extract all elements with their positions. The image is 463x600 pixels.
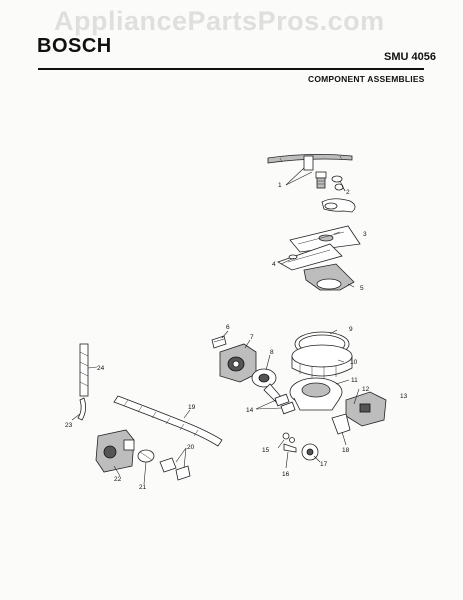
vent-hose: [79, 343, 89, 397]
hose-clamp: [211, 335, 227, 349]
inlet-valve-coil: [137, 449, 155, 463]
callout-3: 3: [363, 231, 367, 238]
callout-11: 11: [351, 377, 358, 384]
circulation-pump: [219, 343, 257, 383]
callout-8: 8: [270, 349, 274, 356]
coarse-filter: [277, 243, 343, 271]
drain-hose-elbow: [77, 397, 86, 421]
callout-24: 24: [97, 365, 105, 372]
brand-logo: BOSCH: [37, 35, 112, 57]
section-title: COMPONENT ASSEMBLIES: [308, 74, 425, 84]
callout-7: 7: [250, 334, 254, 341]
callout-17: 17: [320, 461, 328, 468]
hose-fittings: [159, 457, 191, 481]
sump-hoses: [274, 393, 296, 415]
corrugated-drain-hose: [113, 395, 223, 447]
callout-15: 15: [262, 447, 270, 454]
leader-lines: [71, 167, 360, 485]
callout-16: 16: [282, 471, 290, 478]
callout-5: 5: [360, 285, 364, 292]
callout-12: 12: [362, 386, 370, 393]
callout-4: 4: [272, 261, 276, 268]
callout-2: 2: [346, 189, 350, 196]
filter-base: [303, 263, 355, 291]
callout-14: 14: [246, 407, 254, 414]
nozzle-parts: [321, 175, 356, 213]
callout-9: 9: [349, 326, 353, 333]
model-number: SMU 4056: [384, 51, 436, 63]
spray-arm-hub: [315, 171, 327, 189]
fine-filter: [289, 225, 361, 253]
callout-6: 6: [226, 324, 230, 331]
callout-18: 18: [342, 447, 350, 454]
level-sensor: [331, 413, 351, 435]
small-fitting-parts: [282, 432, 297, 453]
spray-arm: [267, 154, 353, 171]
watermark-text: AppliancePartsPros.com: [54, 6, 385, 36]
callout-23: 23: [65, 422, 73, 429]
inlet-valve: [95, 429, 135, 473]
callout-1: 1: [278, 182, 282, 189]
callout-20: 20: [187, 444, 195, 451]
heater-element: [345, 391, 387, 427]
callout-13: 13: [400, 393, 408, 400]
callout-labels: 1 2 3 4 5 6 7 8 9 10 11 12 13 14 15 16 1…: [65, 182, 408, 491]
callout-19: 19: [188, 404, 196, 411]
callout-21: 21: [139, 484, 147, 491]
header-rule: [38, 68, 424, 70]
sump-filter-screen: [291, 344, 353, 379]
callout-10: 10: [350, 359, 358, 366]
callout-22: 22: [114, 476, 122, 483]
sump-housing: [289, 377, 343, 411]
